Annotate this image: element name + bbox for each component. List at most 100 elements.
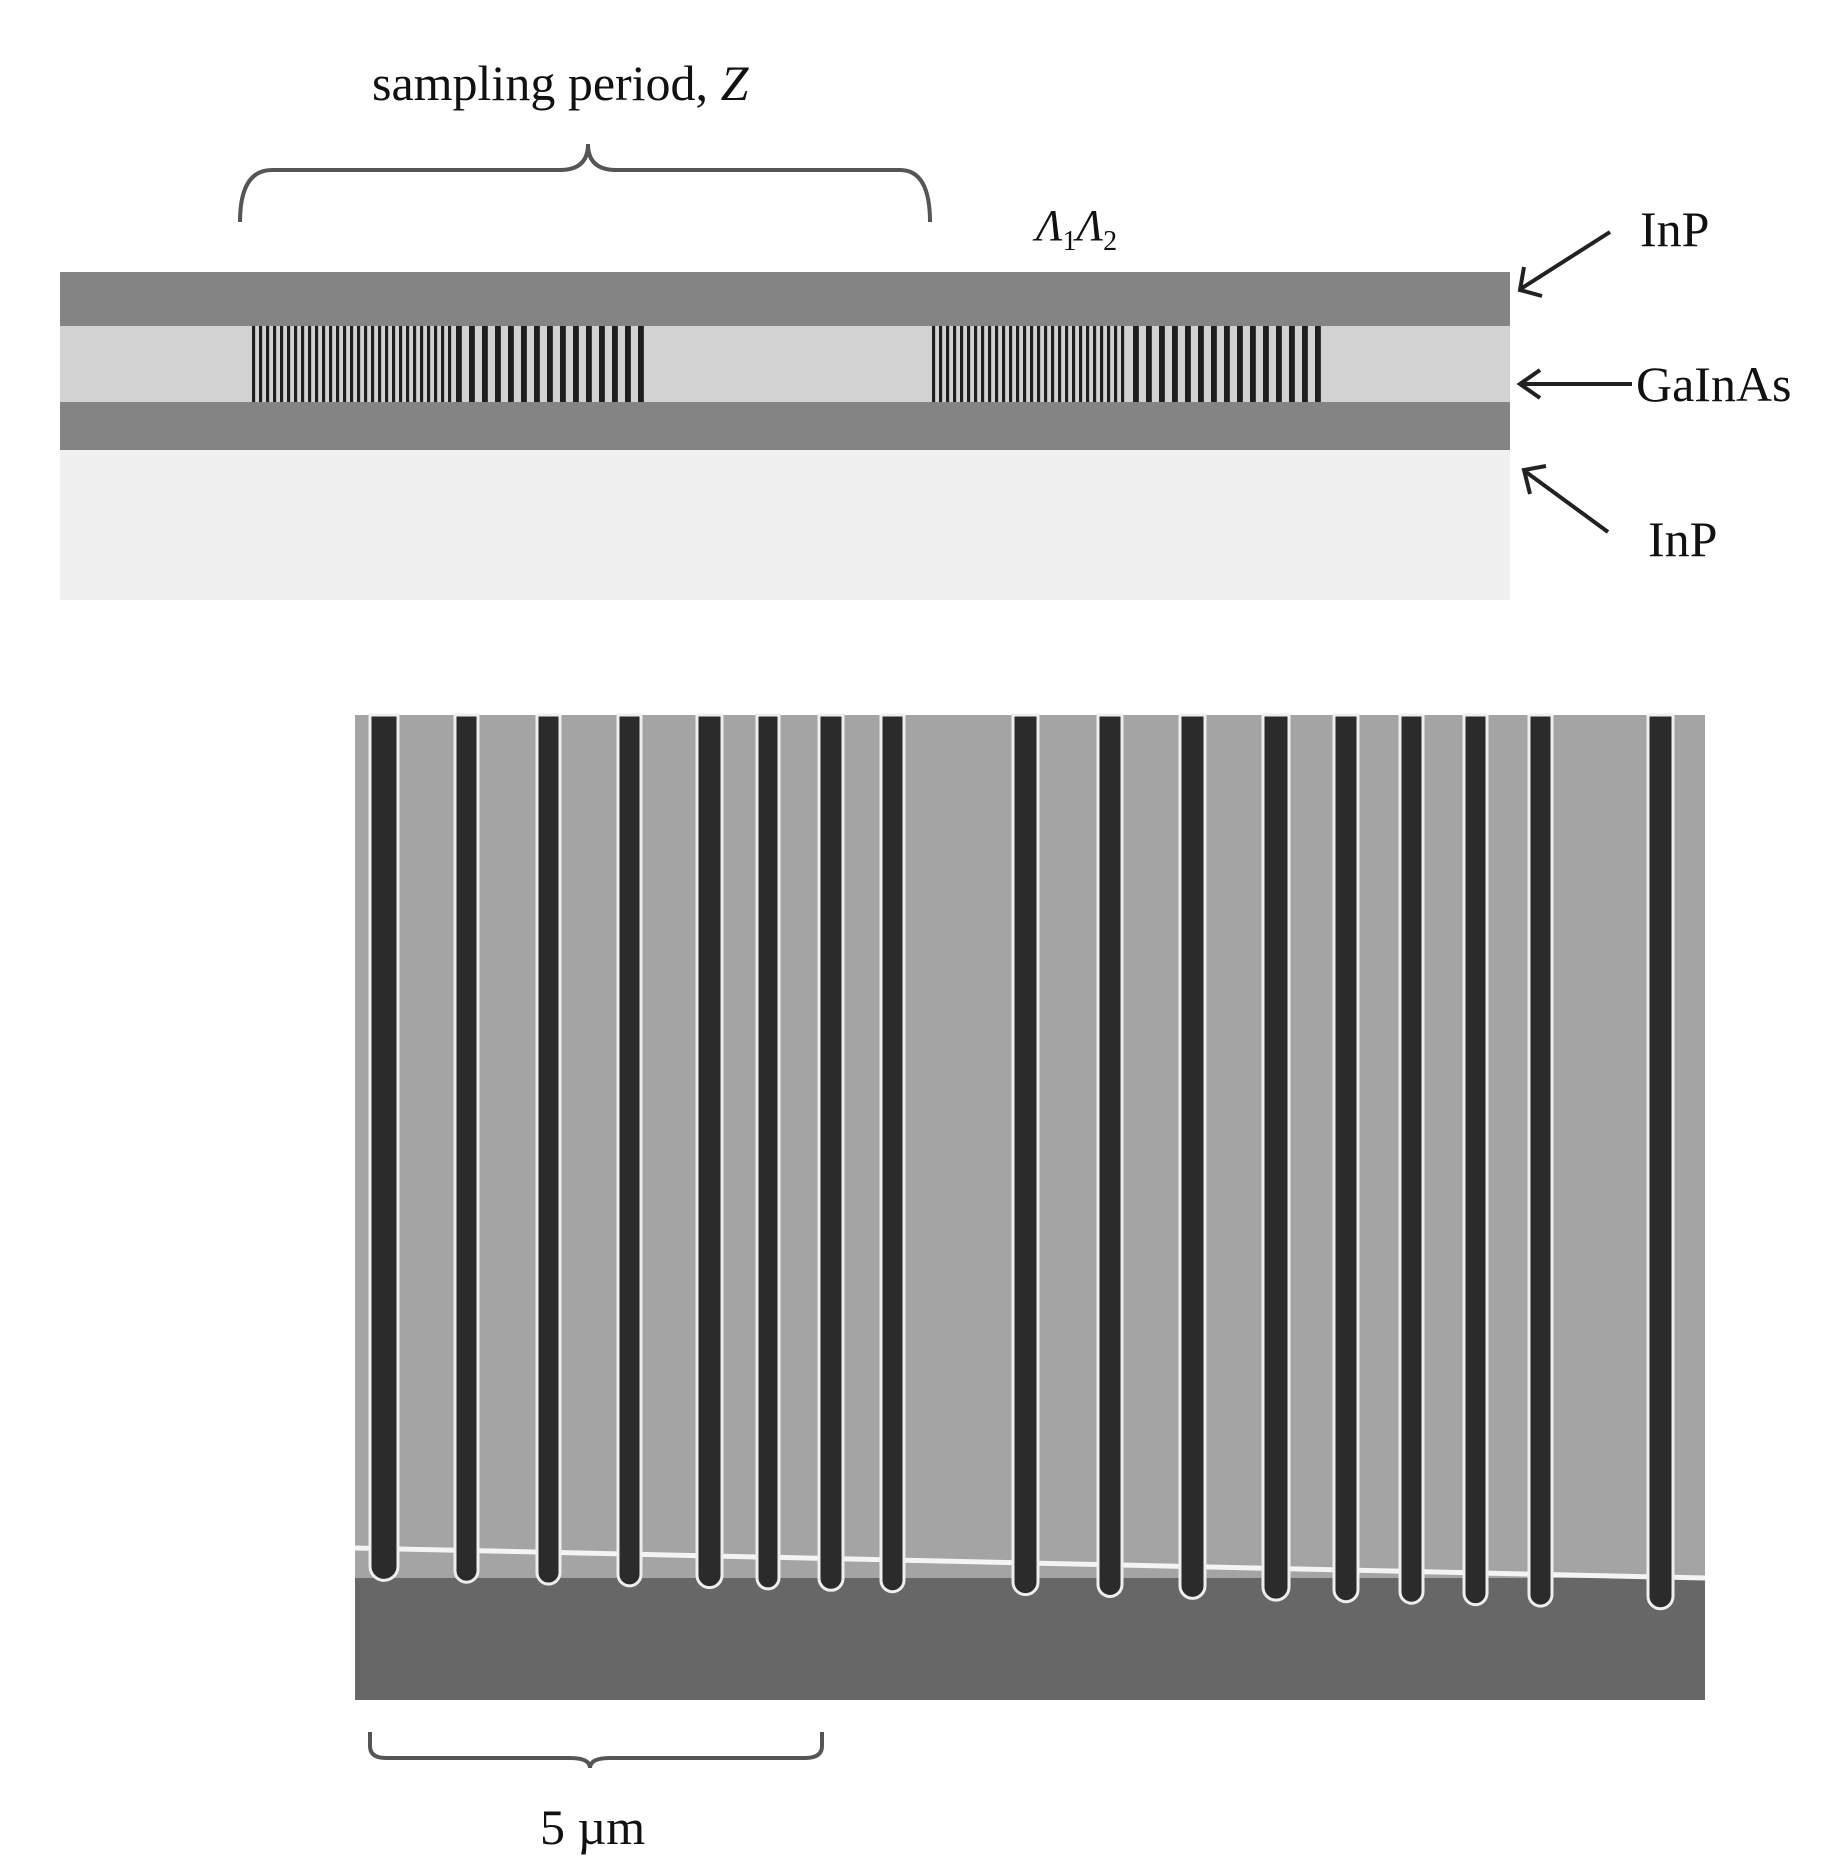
grating-line [308,326,312,402]
sem-groove [1398,713,1425,1605]
grating-line [301,326,305,402]
grating-line [508,326,514,402]
grating-line [1072,326,1076,402]
grating-line [1009,326,1013,402]
grating-line [482,326,488,402]
grating-line [322,326,326,402]
sem-groove [1527,713,1554,1608]
grating-line [599,326,605,402]
scale-bar-bracket [368,1732,824,1769]
grating-line [1237,326,1243,402]
grating-line [378,326,382,402]
scale-bar: 5 µm [368,1732,824,1855]
grating-line [1079,326,1083,402]
sem-groove [1462,713,1489,1607]
core-gainas-label: GaInAs [1636,356,1792,412]
grating-line [1172,326,1178,402]
grating-line [406,326,410,402]
grating-line [287,326,291,402]
sem-groove [879,713,906,1594]
schematic-gratings [252,326,1321,402]
grating-line [1002,326,1006,402]
grating-line [434,326,438,402]
grating-line [1289,326,1295,402]
grating-line [336,326,340,402]
grating-line [1037,326,1041,402]
grating-line [586,326,592,402]
grating-line [259,326,263,402]
grating-line [448,326,452,402]
grating-line [1016,326,1020,402]
sem-grooves [368,713,1675,1611]
grating-line [1211,326,1217,402]
lambda-label: Λ1Λ2 [1032,201,1117,257]
grating-line [385,326,389,402]
grating-line [280,326,284,402]
grating-line [273,326,277,402]
grating-line [612,326,618,402]
grating-line [495,326,501,402]
grating-line [1224,326,1230,402]
sem-groove [1178,713,1207,1600]
grating-line [547,326,553,402]
core-gainas-arrow [1516,368,1632,400]
substrate-layer [60,450,1510,600]
sem-groove [453,713,480,1584]
grating-line [1114,326,1118,402]
sem-base-layer [355,1578,1705,1700]
grating-line [392,326,396,402]
grating-line [427,326,431,402]
grating-line [1315,326,1321,402]
grating-line [988,326,992,402]
sem-micrograph [354,713,1706,1700]
grating-line [1100,326,1104,402]
sem-groove [535,713,562,1586]
grating-line [1044,326,1048,402]
sem-groove [616,713,643,1588]
grating-line [252,326,256,402]
grating-line [1030,326,1034,402]
grating-line [364,326,368,402]
sem-groove [817,713,845,1592]
waveguide-schematic: sampling period, Z Λ1Λ2 InP GaInAs InP [60,55,1792,600]
grating-line [1133,326,1139,402]
sampling-brace [238,143,932,223]
grating-line [343,326,347,402]
grating-line [1263,326,1269,402]
grating-line [469,326,475,402]
sampling-period-label: sampling period, Z [372,55,750,111]
grating-line [357,326,361,402]
grating-line [420,326,424,402]
grating-line [1107,326,1111,402]
grating-line [560,326,566,402]
sem-groove [368,713,400,1582]
grating-line [441,326,445,402]
grating-line [1146,326,1152,402]
grating-line [294,326,298,402]
substrate-label: InP [1648,511,1717,567]
grating-line [1065,326,1069,402]
grating-line [329,326,333,402]
grating-line [1121,326,1125,402]
grating-line [981,326,985,402]
grating-line [1023,326,1027,402]
grating-line [1086,326,1090,402]
grating-line [1250,326,1256,402]
grating-line [350,326,354,402]
substrate-arrow [1521,464,1610,534]
grating-line [946,326,950,402]
top-inp-label: InP [1640,201,1709,257]
grating-line [399,326,403,402]
grating-line [932,326,936,402]
sem-groove [1646,713,1675,1611]
sem-groove [1261,713,1291,1602]
grating-line [953,326,957,402]
grating-line [1159,326,1165,402]
top-inp-layer [60,272,1510,326]
grating-line [939,326,943,402]
grating-line [371,326,375,402]
bottom-inp-layer [60,402,1510,450]
grating-line [1302,326,1308,402]
grating-line [974,326,978,402]
